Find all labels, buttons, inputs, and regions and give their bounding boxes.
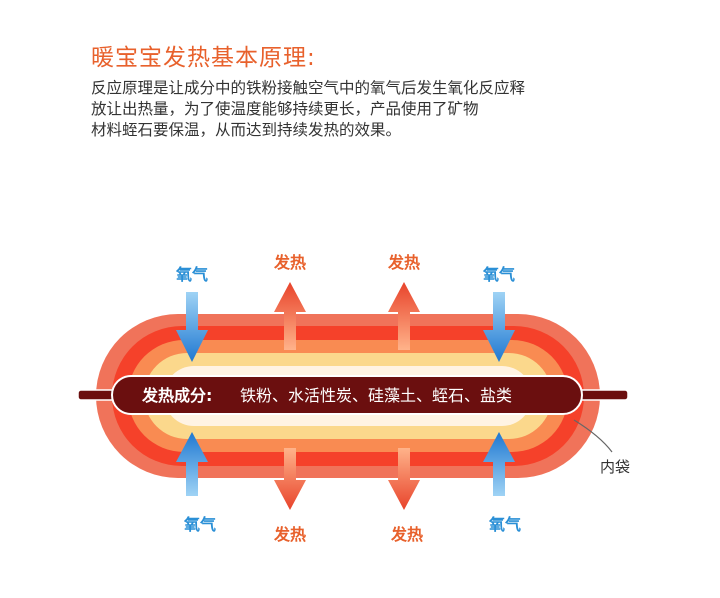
description-line: 材料蛭石要保温，从而达到持续发热的效果。 [91,121,402,139]
ingredients-value: 铁粉、水活性炭、硅藻土、蛭石、盐类 [240,386,512,405]
description: 反应原理是让成分中的铁粉接触空气中的氧气后发生氧化反应释 放让出热量，为了使温度… [91,78,571,141]
description-line: 反应原理是让成分中的铁粉接触空气中的氧气后发生氧化反应释 [91,79,526,97]
heat-label: 发热 [273,525,306,544]
blue-down-arrow-icon [483,292,515,362]
description-line: 放让出热量，为了使温度能够持续更长，产品使用了矿物 [91,100,479,118]
inner-bag-leader-line [573,419,613,453]
red-up-arrow-icon [388,282,420,350]
oxygen-label: 氧气 [175,265,208,284]
blue-up-arrow-icon [176,432,208,496]
page-title: 暖宝宝发热基本原理: [91,45,316,71]
blue-down-arrow-icon [176,292,208,362]
heat-label: 发热 [387,253,420,272]
oxygen-label: 氧气 [482,265,515,284]
ingredients-bar [111,375,583,415]
inner-bag-label: 内袋 [600,458,630,476]
oxygen-label: 氧气 [183,515,216,534]
heat-label: 发热 [390,525,423,544]
oxygen-label: 氧气 [488,515,521,534]
heat-label: 发热 [273,253,306,272]
red-down-arrow-icon [388,448,420,510]
blue-up-arrow-icon [483,432,515,496]
red-down-arrow-icon [274,448,306,510]
red-up-arrow-icon [274,282,306,350]
ingredients-key: 发热成分: [141,386,212,405]
